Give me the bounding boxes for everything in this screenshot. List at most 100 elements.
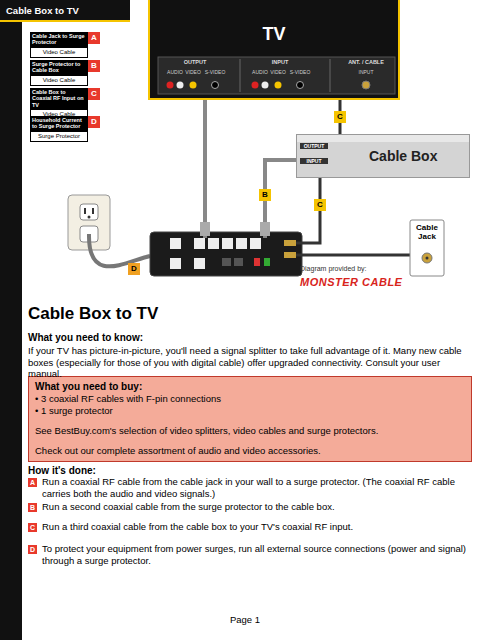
drawing-rect [208,238,219,249]
drawing-rect [222,258,231,266]
plug [260,222,270,236]
port-label: VIDEO [267,69,289,75]
drawing-rect [222,238,233,249]
node-text: Cable Jack to Surge Protector [30,32,88,47]
brand-logo: MONSTER CABLE [300,276,430,289]
cable-jack-plate [410,220,444,276]
surge-protector [150,232,302,276]
drawing-circle [422,253,432,263]
drawing-rect [234,258,243,266]
drawing-rect [296,134,470,178]
node-text: Cable Box [369,148,437,164]
drawing-rect [250,238,261,249]
drawing-circle [88,216,91,219]
node-text: • 3 coaxial RF cables with F-pin connect… [35,393,465,405]
drawing-rect [92,208,94,214]
legend-entry: Household Current to Surge ProtectorSurg… [30,116,88,142]
callout-letter: D [128,263,140,275]
page-heading: Cable Box to TV [28,304,328,324]
drawing-rect [194,238,205,249]
node-text: Cable Box to Coaxial RF Input on TV [30,88,88,109]
callout-letter: C [88,88,100,100]
drawing-rect [148,0,400,100]
port-label: S-VIDEO [287,69,313,75]
tv-body [148,0,400,100]
port-label: OUTPUT [300,143,328,149]
power-cord [89,234,150,266]
node-text: Video Cable [30,75,88,86]
drawing-circle [275,82,282,89]
page-number: Page 1 [225,614,265,625]
step-letter: C [28,523,37,532]
drawing-circle [297,82,304,89]
port-group-label: OUTPUT [160,59,230,66]
drawing-circle [262,82,269,89]
port-group-label: INPUT [245,59,315,66]
drawing-rect [170,258,181,269]
tv-power-cord [203,100,207,238]
drawing-rect [296,134,470,142]
drawing-circle [212,82,219,89]
port-label: S-VIDEO [202,69,228,75]
port-label: AUDIO [163,69,187,75]
step-text: Run a third coaxial cable from the cable… [42,521,472,533]
top-tab [0,0,130,22]
port-group-label: ANT. / CABLE [336,59,396,66]
step-letter: D [28,545,37,554]
node-text: Surge Protector [30,131,88,142]
node-text: What you need to buy: [35,381,465,393]
drawing-rect [158,57,395,94]
drawing-circle [426,257,429,260]
callout-letter: A [88,32,100,44]
drawing-rect [284,252,296,258]
node-text: Video Cable [30,47,88,58]
node-text: Check out our complete assortment of aud… [35,445,465,457]
cable-box: Cable Box [296,134,470,178]
drawing-rect [84,208,86,214]
drawing-line [330,59,331,92]
step-text: Run a coaxial RF cable from the cable ja… [42,476,472,499]
node-text: • 1 surge protector [35,405,465,417]
legend-entry: Surge Protector to Cable BoxVideo Cable [30,60,88,86]
drawing-rect [194,258,205,269]
step-letter: A [28,478,37,487]
cable-box-body [296,134,470,178]
body-text: If your TV has picture-in-picture, you'l… [28,345,472,380]
step-text: To protect your equipment from power sur… [42,543,472,566]
purchase-box: What you need to buy:• 3 coaxial RF cabl… [28,376,472,462]
section-heading: How it's done: [28,465,228,477]
callout-letter: C [314,199,326,211]
step-text: Run a second coaxial cable from the surg… [42,501,472,513]
node-text: Surge Protector to Cable Box [30,60,88,75]
node-text: TV [150,24,398,45]
port-label: AUDIO [248,69,272,75]
drawing-circle [177,82,184,89]
drawing-rect [254,258,260,266]
drawing-rect [236,238,247,249]
cable-jack: Cable Jack [410,220,444,250]
side-strip [0,22,22,640]
drawing-circle [190,82,197,89]
drawing-rect [410,220,444,276]
callout-letter: D [88,116,100,128]
tab-title: Cable Box to TV [6,5,126,16]
port-label: INPUT [300,158,328,164]
step-letter: B [28,503,37,512]
drawing-rect [80,204,98,220]
cable-coax [296,254,418,257]
node-text: Household Current to Surge Protector [30,116,88,131]
credit-text: Diagram provided by: [300,265,420,273]
drawing-rect [284,240,296,246]
drawing-rect [170,238,181,249]
node-text: Cable Jack [412,224,442,242]
drawing-circle [252,82,259,89]
legend-entry: Cable Jack to Surge ProtectorVideo Cable [30,32,88,58]
callout-letter: B [259,189,271,201]
port-label: INPUT [336,69,396,75]
node-text: See BestBuy.com's selection of video spl… [35,425,465,437]
port-label: VIDEO [182,69,204,75]
drawing-rect [264,258,270,266]
section-heading: What you need to know: [28,332,328,344]
drawing-line [240,59,241,92]
